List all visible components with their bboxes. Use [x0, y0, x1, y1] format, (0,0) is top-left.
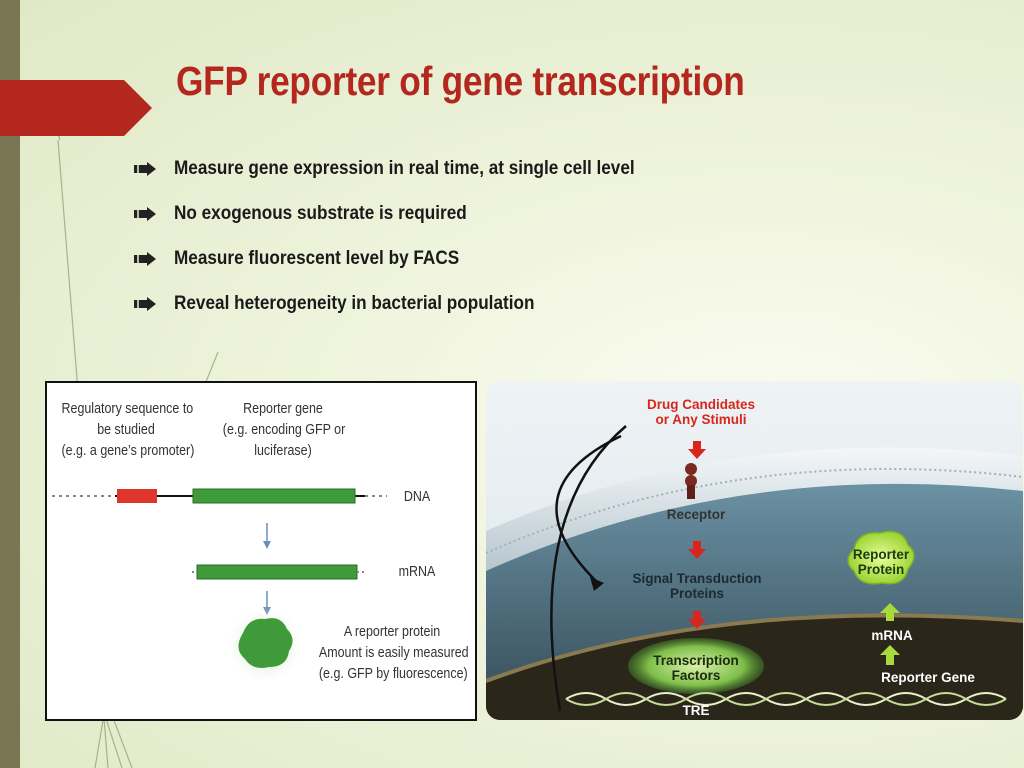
bullet-item: Reveal heterogeneity in bacterial popula… — [134, 281, 697, 326]
reporter-protein-blob — [847, 530, 915, 585]
reporter-gene-block — [192, 488, 356, 504]
curved-arrow-icon — [555, 434, 622, 582]
signal-transduction-label: Signal Transduction Proteins — [632, 571, 762, 601]
reporter-gene-label: Reporter gene (e.g. encoding GFP or luci… — [222, 401, 346, 459]
bullet-item: No exogenous substrate is required — [134, 191, 697, 236]
bullet-list: Measure gene expression in real time, at… — [134, 146, 697, 326]
bullet-text: Reveal heterogeneity in bacterial popula… — [174, 292, 535, 314]
bullet-text: No exogenous substrate is required — [174, 202, 467, 224]
arrow-bullet-icon — [134, 296, 156, 311]
bullet-item: Measure fluorescent level by FACS — [134, 236, 697, 281]
arrow-bullet-icon — [134, 206, 156, 221]
cell-signaling-diagram: Drug Candidates or Any Stimuli Receptor … — [486, 381, 1023, 720]
membrane-texture — [486, 468, 1023, 554]
mrna-label: mRNA — [871, 628, 913, 643]
nuclear-envelope — [486, 613, 1023, 683]
reporter-gene-diagram: Regulatory sequence to be studied (e.g. … — [45, 381, 477, 721]
curved-arrow-head-icon — [590, 577, 604, 591]
bullet-text: Measure fluorescent level by FACS — [174, 247, 460, 269]
receptor-label: Receptor — [666, 507, 726, 522]
reporter-protein-blob — [238, 618, 293, 668]
left-side-bar — [0, 0, 20, 768]
bullet-item: Measure gene expression in real time, at… — [134, 146, 697, 191]
promoter-block — [117, 489, 157, 503]
receptor-icon — [685, 463, 697, 499]
arrow-bullet-icon — [134, 161, 156, 176]
green-arrows — [880, 603, 900, 665]
transcription-factors-blob — [628, 638, 764, 694]
dna-label: DNA — [403, 489, 431, 505]
slide-title: GFP reporter of gene transcription — [176, 58, 745, 104]
arrow-bullet-icon — [134, 251, 156, 266]
reporter-gene-graphics — [52, 488, 387, 685]
reporter-protein-label: Reporter Protein — [852, 547, 910, 577]
regulatory-sequence-label: Regulatory sequence to be studied (e.g. … — [61, 401, 195, 459]
curved-arrow-long-icon — [550, 425, 627, 712]
bullet-text: Measure gene expression in real time, at… — [174, 157, 635, 179]
tre-label: TRE — [682, 703, 710, 718]
red-arrows — [688, 441, 706, 629]
reporter-gene-label: Reporter Gene — [881, 670, 975, 685]
reporter-protein-label: A reporter protein Amount is easily meas… — [318, 624, 469, 682]
title-arrow-shape — [0, 80, 152, 136]
drug-candidates-label: Drug Candidates or Any Stimuli — [646, 397, 755, 427]
down-arrow-head-icon — [263, 541, 271, 549]
transcription-factors-label: Transcription Factors — [653, 653, 739, 683]
cell-signaling-graphics — [486, 381, 1023, 720]
dna-helix-strand — [565, 692, 1007, 706]
mrna-block — [196, 564, 358, 580]
mrna-label: mRNA — [398, 564, 436, 580]
dna-helix — [565, 692, 1007, 706]
cell-membrane — [486, 447, 1023, 571]
